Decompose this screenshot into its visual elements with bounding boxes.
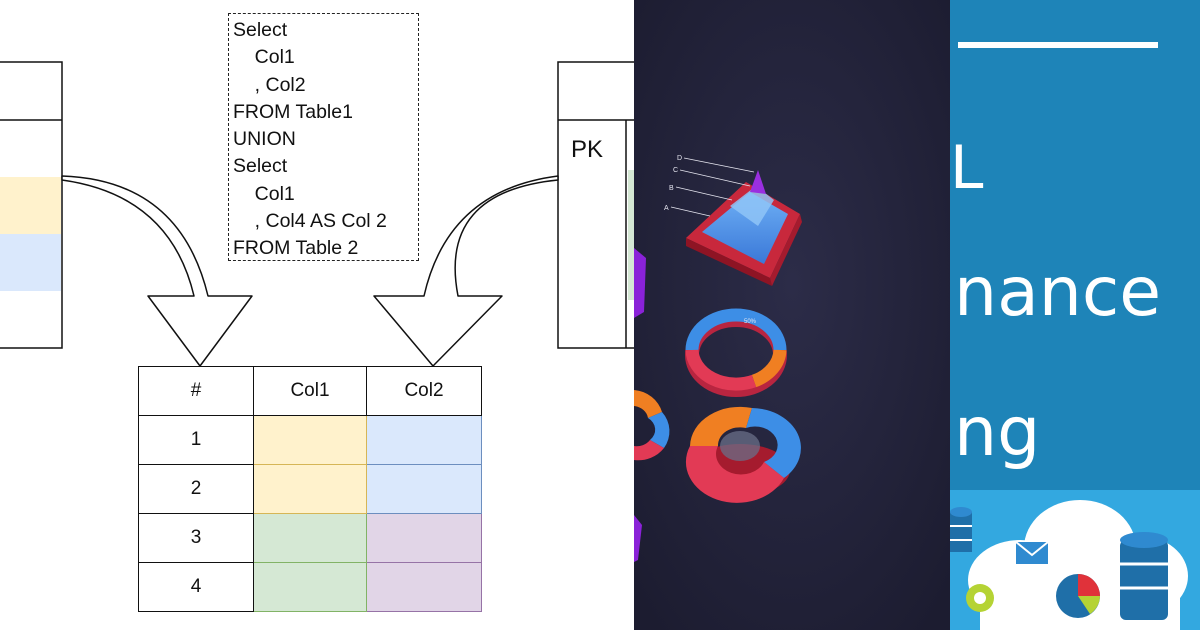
table-header-row: # Col1 Col2 [138,366,482,416]
right-table-frame [557,61,634,349]
left-donut-blue [648,412,670,448]
header-number: # [138,366,254,416]
sql-union-diagram: Select Col1 , Col2 FROM Table1 UNION Sel… [0,13,634,612]
partial-donut-left [634,390,670,461]
sql-line: Col1 [233,182,295,205]
banner-text-top: L [950,133,984,203]
right-source-table [557,61,634,349]
sql-line: Select [233,155,288,178]
table-row: 4 [138,562,482,612]
row-number: 4 [138,562,254,612]
row-col1-cell [253,415,367,465]
header-col2: Col2 [366,366,482,416]
left-donut-orange [634,390,662,418]
pyramid-tip [750,170,766,194]
left-curved-arrow [61,175,253,367]
pyramid-label-b: B [669,185,674,192]
performance-banner: L nance ng [950,0,1200,630]
gear-icon [966,584,994,612]
server-stack-icon [1120,532,1168,620]
row-number: 2 [138,464,254,514]
pyramid-label-a: A [664,205,669,212]
banner-rule [958,42,1158,48]
pyramid-chart: D C B A [664,155,802,286]
row-col2-cell [366,464,482,514]
sql-line: FROM Table 2 [233,237,359,260]
left-donut-red [634,440,664,461]
row-number: 1 [138,415,254,465]
donut-red-slice [685,446,784,503]
pk-label: PK [571,136,604,163]
database-icon [950,507,972,552]
row-col2-cell [366,415,482,465]
banner-text-bottom: ng [954,393,1041,472]
row-col1-cell [253,464,367,514]
donut-blue-slice [746,408,801,478]
scene-background [634,0,950,630]
right-curved-arrow [373,175,559,367]
pyramid-label-c: C [673,167,678,174]
left-table-yellow-row [0,177,61,234]
envelope-icon [1015,541,1049,564]
row-col2-cell [366,562,482,612]
donut-orange-slice [690,406,752,446]
sql-line: , Col2 [233,73,306,96]
pyramid-base-side [770,214,802,286]
row-col1-cell [253,513,367,563]
banner-text-middle: nance [954,253,1162,332]
left-table-blue-row [0,234,61,291]
purple-shape-bottom [634,515,642,562]
pyramid-upper-layer [730,186,774,226]
table-row: 1 [138,415,482,465]
donut-chart [685,406,801,503]
header-col1: Col1 [253,366,367,416]
ring-orange-arc [751,349,787,388]
donut-center-glass [720,431,760,461]
sql-line: Col1 [233,46,295,69]
ring-blue-arc [685,308,787,351]
banner-illustration [950,490,1200,630]
sql-line: FROM Table1 [233,100,353,123]
sql-line: UNION [233,128,296,151]
row-col1-cell [253,562,367,612]
pyramid-label-d: D [677,155,682,162]
right-table-green-strip [628,170,634,300]
table-row: 3 [138,513,482,563]
diagram-shapes [0,61,634,367]
3d-chart-scene: D C B A 50% [634,0,950,630]
sql-query-box: Select Col1 , Col2 FROM Table1 UNION Sel… [228,13,419,261]
row-col2-cell [366,513,482,563]
pyramid-base-front [686,238,772,286]
ring-value-label: 50% [744,319,757,325]
left-source-table [0,61,63,349]
purple-prism-edge [634,248,646,318]
ring-red-arc [685,349,757,391]
union-result-table: # Col1 Col2 1 2 3 4 [138,366,482,612]
ring-chart: 50% [685,308,787,397]
row-number: 3 [138,513,254,563]
sql-line: Select [233,19,288,41]
3d-chart-panel: D C B A 50% [634,0,950,630]
table-row: 2 [138,464,482,514]
pie-chart-icon [1056,574,1100,618]
pyramid-leader-lines [670,157,755,217]
sql-line: , Col4 AS Col 2 [233,210,387,233]
